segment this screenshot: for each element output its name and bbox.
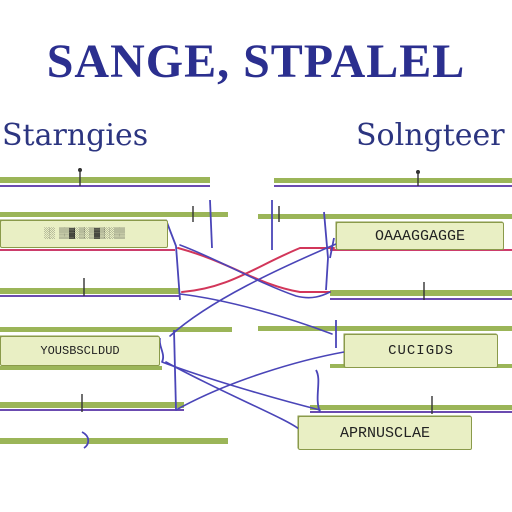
box-right-mid: CUCIGDS xyxy=(344,334,498,368)
rail xyxy=(0,402,184,408)
box-left-top: ░░ ▒▒▓░▒░▒▓▒░░▒▒ xyxy=(0,220,168,248)
blue-wire xyxy=(179,244,331,299)
left-column-heading: Starngies xyxy=(2,118,149,153)
blue-wire xyxy=(169,243,337,337)
connector-stems xyxy=(81,199,337,449)
box-right-mid-label: CUCIGDS xyxy=(388,343,454,359)
pin-cap xyxy=(78,168,82,172)
stem xyxy=(209,199,213,249)
red-wire xyxy=(181,247,335,293)
rail xyxy=(0,438,228,444)
right-rails xyxy=(258,178,512,413)
pin-cap xyxy=(416,170,420,174)
box-right-top: OAAAGGAGGE xyxy=(336,222,504,250)
rail xyxy=(310,405,512,410)
box-right-bottom-label: APRNUSCLAE xyxy=(339,424,430,442)
stem xyxy=(165,219,181,301)
stem xyxy=(81,431,90,449)
rail xyxy=(0,288,180,294)
stem xyxy=(329,237,335,259)
box-right-bottom: APRNUSCLAE xyxy=(298,416,472,450)
rail xyxy=(258,214,512,219)
rail xyxy=(330,290,512,296)
stem xyxy=(158,337,164,363)
box-left-top-label: ░░ ▒▒▓░▒░▒▓▒░░▒▒ xyxy=(43,228,125,240)
blue-wire xyxy=(165,361,301,431)
stem xyxy=(173,329,177,411)
rail xyxy=(274,178,512,183)
rail xyxy=(258,326,512,331)
right-column-heading: Solngteer xyxy=(356,118,505,153)
rail xyxy=(0,366,162,370)
rail xyxy=(0,212,228,217)
left-rails xyxy=(0,177,232,444)
box-left-mid-label: YOUSBSCLDUD xyxy=(40,344,120,358)
blue-wire xyxy=(179,293,333,335)
rail xyxy=(0,177,210,183)
blue-wire xyxy=(161,361,321,411)
stem xyxy=(323,211,329,291)
crossing-wires xyxy=(161,243,345,431)
pin-caps xyxy=(78,168,420,174)
diagram-title: SANGE, STPALEL xyxy=(46,35,466,88)
box-right-top-label: OAAAGGAGGE xyxy=(374,227,465,245)
blue-wire xyxy=(175,351,345,411)
stem xyxy=(315,369,321,413)
box-left-mid: YOUSBSCLDUD xyxy=(0,336,160,366)
rail xyxy=(0,327,232,332)
